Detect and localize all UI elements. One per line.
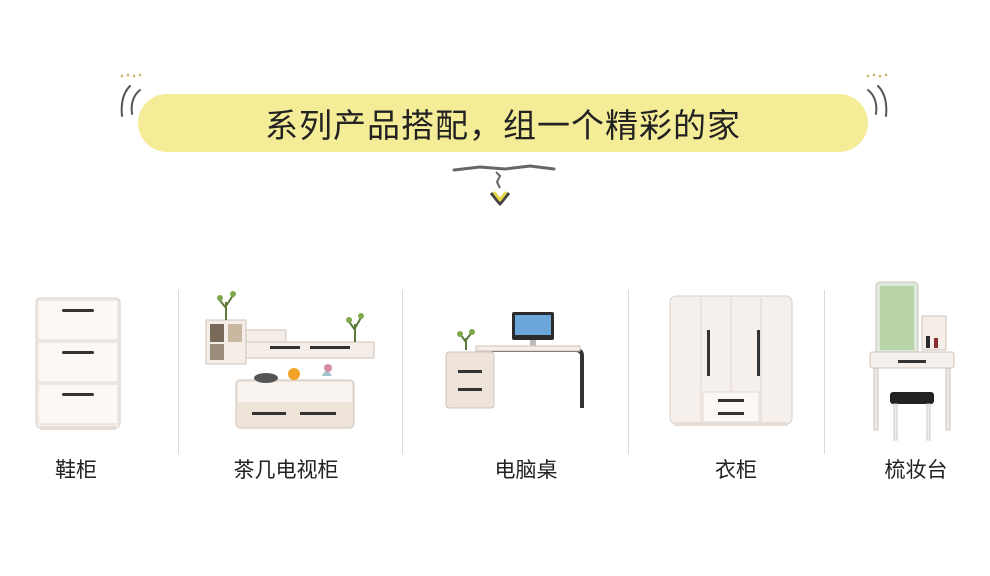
divider	[824, 290, 825, 454]
product-label: 衣柜	[715, 458, 757, 482]
divider	[628, 290, 629, 454]
dressing-table-image	[869, 281, 955, 441]
shoe-cabinet-image	[35, 297, 121, 430]
left-bracket-decoration	[120, 73, 142, 117]
product-label: 鞋柜	[55, 458, 97, 482]
product-tea-table-tv-cabinet[interactable]	[200, 280, 375, 480]
product-shoe-cabinet[interactable]	[20, 280, 180, 480]
divider	[402, 290, 403, 454]
banner-title: 系列产品搭配，组一个精彩的家	[265, 106, 741, 145]
computer-desk-image	[445, 312, 584, 409]
right-bracket-decoration	[866, 73, 888, 117]
product-wardrobe[interactable]	[656, 280, 816, 480]
title-banner: 系列产品搭配，组一个精彩的家	[138, 94, 868, 152]
product-computer-desk[interactable]	[436, 280, 596, 480]
tea-table-tv-cabinet-image	[205, 291, 375, 429]
product-label: 茶几电视柜	[233, 458, 339, 482]
down-arrow-icon	[452, 164, 556, 206]
product-label: 梳妆台	[884, 458, 948, 482]
divider	[178, 290, 179, 454]
product-label: 电脑桌	[494, 458, 558, 482]
product-dressing-table[interactable]	[860, 280, 990, 480]
wardrobe-image	[669, 295, 793, 426]
